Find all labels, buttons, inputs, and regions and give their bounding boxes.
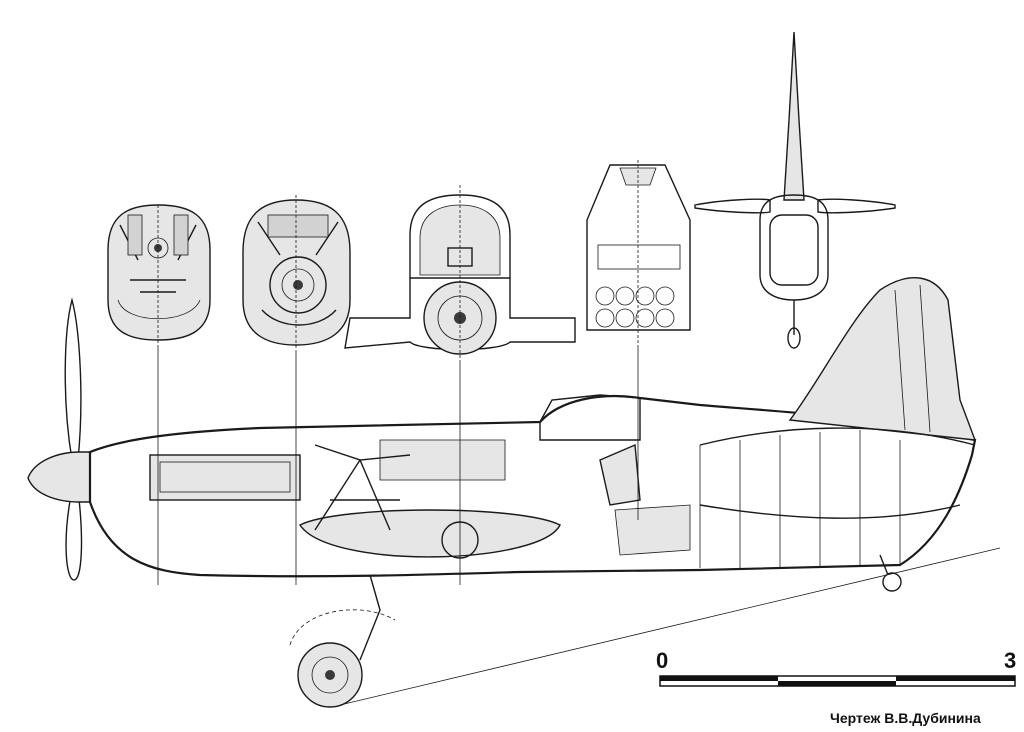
drawing-credit: Чертеж В.В.Дубинина	[830, 710, 981, 726]
scale-start-label: 0	[656, 648, 669, 673]
propeller-blade-lower	[65, 489, 83, 581]
tail-wheel	[882, 572, 902, 592]
cross-section-2	[242, 195, 351, 350]
radiator-cells	[595, 286, 675, 328]
cross-section-4	[586, 160, 691, 345]
section-lines	[157, 345, 639, 585]
cross-section-3	[344, 185, 576, 360]
scale-bar	[659, 675, 1016, 687]
propeller-blade-upper	[64, 297, 82, 461]
cross-section-1	[107, 204, 211, 345]
scale-end-label: 3	[1004, 648, 1017, 673]
side-view-fuselage	[27, 276, 1001, 708]
front-view-tail	[694, 31, 896, 349]
spinner	[27, 451, 91, 503]
